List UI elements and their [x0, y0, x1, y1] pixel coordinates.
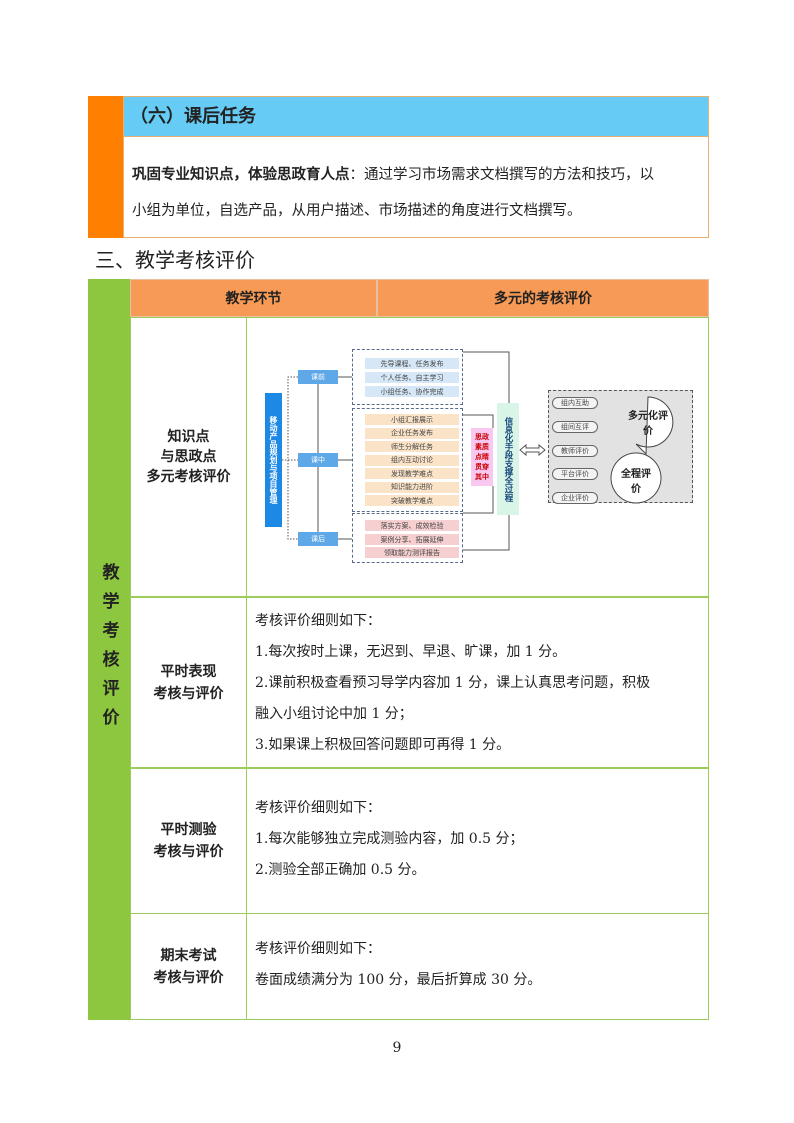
ideology-box: 思政素质点睛贯穿其中	[471, 428, 493, 486]
diagram-cell	[246, 317, 709, 597]
during-item: 小组汇报展示	[365, 414, 459, 425]
task-text-line1: ：通过学习市场需求文档撰写的方法和技巧，以	[349, 167, 655, 183]
task-bold-lead: 巩固专业知识点，体验思政育人点	[132, 167, 350, 183]
double-arrow-icon	[519, 443, 546, 457]
eval-pill: 组内互助	[552, 397, 598, 409]
before-group	[352, 349, 463, 405]
during-item: 知识能力进阶	[365, 481, 459, 493]
header-evaluation: 多元的考核评价	[377, 279, 709, 317]
info-support-box: 信息化手段支撑全过程	[497, 403, 519, 515]
task-title: （六）课后任务	[123, 96, 709, 137]
stage-after: 课后	[298, 532, 338, 546]
main-topic-box: 移动产品规划与项目管理	[265, 393, 282, 527]
green-side-bar	[88, 279, 130, 1020]
before-item: 个人任务、自主学习	[365, 372, 459, 383]
eval-pill: 教师评价	[552, 445, 598, 457]
stage-during: 课中	[298, 453, 338, 467]
task-text-line2: 小组为单位，自选产品，从用户描述、市场描述的角度进行文档撰写。	[132, 203, 582, 219]
eval-pill: 企业评价	[552, 492, 598, 504]
during-item: 组内互动讨论	[365, 454, 459, 466]
after-item: 落实方案、成效检验	[365, 520, 459, 531]
final-rules: 考核评价细则如下：卷面成绩满分为 100 分，最后折算成 30 分。	[246, 913, 709, 1020]
after-item: 领取能力测评报告	[365, 547, 459, 558]
header-teaching-stage: 教学环节	[130, 279, 377, 317]
after-item: 案例分享、拓展延伸	[365, 534, 459, 545]
during-item: 突破教学难点	[365, 495, 459, 506]
before-item: 小组任务、协作完成	[365, 386, 459, 397]
eval-pill: 平台评价	[552, 468, 598, 480]
task-body: 巩固专业知识点，体验思政育人点：通过学习市场需求文档撰写的方法和技巧，以 小组为…	[123, 137, 709, 238]
before-item: 先导课程、任务发布	[365, 358, 459, 369]
side-label: 教学考核评价	[98, 563, 119, 737]
page-number: 9	[392, 1040, 402, 1056]
orange-side-bar	[88, 96, 123, 238]
during-item: 师生分解任务	[365, 441, 459, 452]
row-label-knowledge: 知识点与思政点多元考核评价	[130, 317, 247, 597]
performance-rules: 考核评价细则如下：1.每次按时上课，无迟到、早退、旷课，加 1 分。2.课前积极…	[246, 597, 709, 768]
section-heading: 三、教学考核评价	[95, 248, 255, 272]
eval-pill: 组间互评	[552, 421, 598, 433]
multi-eval-label: 多元化评价	[628, 411, 668, 437]
whole-eval-label: 全程评价	[621, 469, 651, 495]
stage-before: 课前	[298, 370, 338, 384]
during-item: 发现教学难点	[365, 468, 459, 479]
during-group	[352, 408, 463, 512]
after-group	[352, 513, 463, 563]
during-item: 企业任务发布	[365, 427, 459, 439]
